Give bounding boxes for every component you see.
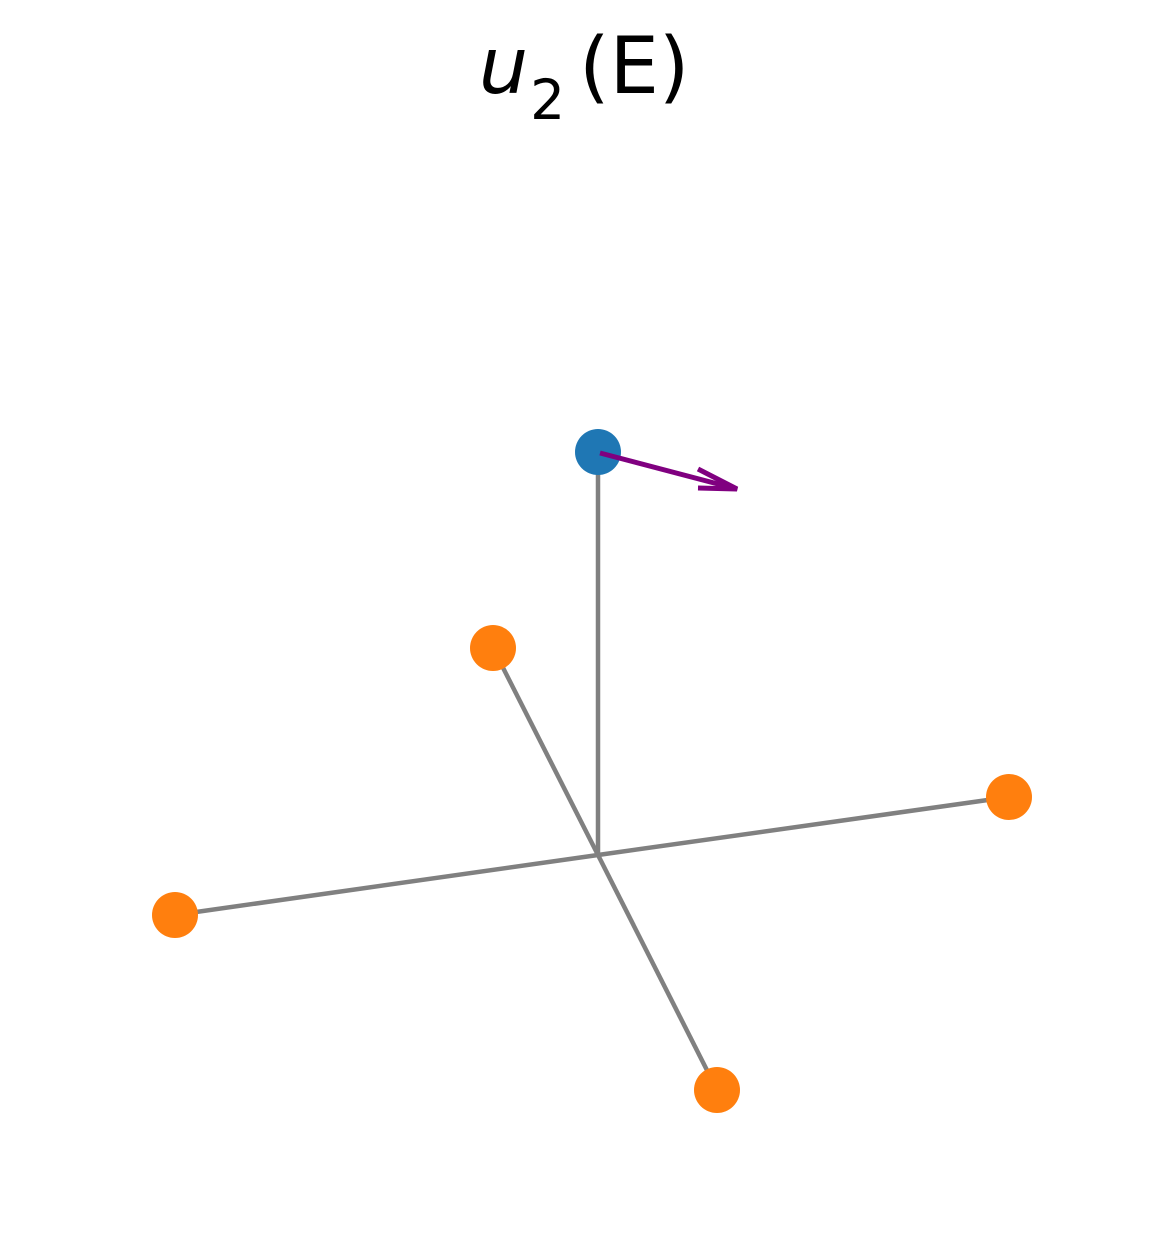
bond-to-ligand-right <box>597 794 1010 858</box>
displacement-arrow-shaft <box>599 450 738 492</box>
displacement-arrow <box>599 450 739 492</box>
ligand-atom-right <box>986 774 1032 820</box>
title-label: (E) <box>579 22 690 112</box>
ligand-atom-back <box>470 625 516 671</box>
title-subscript: 2 <box>530 68 566 132</box>
ligand-atom-left <box>152 892 198 938</box>
bond-to-ligand-back <box>490 646 601 857</box>
bonds <box>174 452 1010 1092</box>
central-atom <box>575 429 621 475</box>
bond-to-ligand-left <box>174 852 599 918</box>
ligand-atom-front <box>694 1067 740 1113</box>
atoms <box>152 429 1032 1113</box>
title-symbol: u <box>478 22 529 112</box>
displacement-arrow-head <box>696 466 739 492</box>
diagram-title: u2(E) <box>0 22 1168 132</box>
bond-to-ligand-front <box>595 853 720 1092</box>
